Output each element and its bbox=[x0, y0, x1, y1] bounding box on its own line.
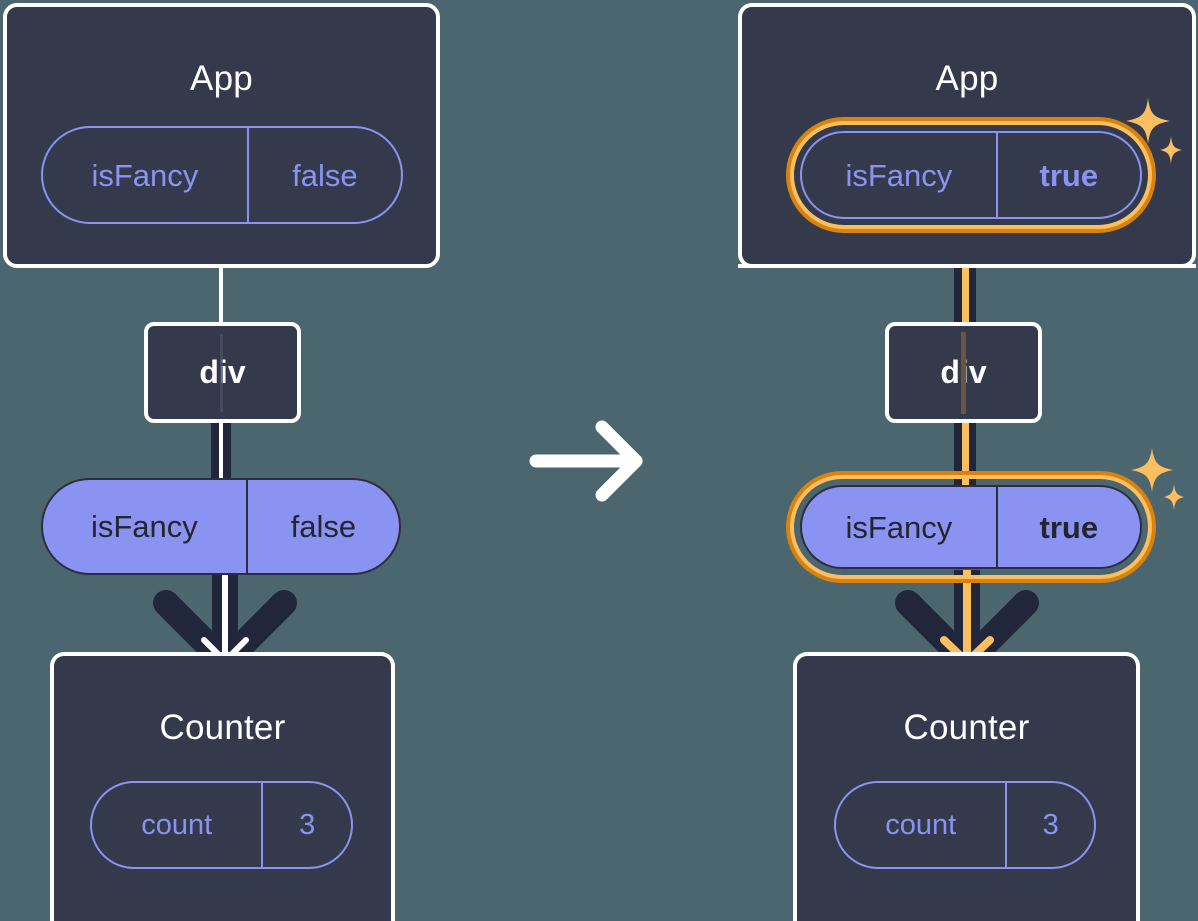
app-state-key-after: isFancy bbox=[845, 157, 953, 193]
counter-title: Counter bbox=[159, 708, 286, 747]
app-title-after: App bbox=[935, 59, 999, 98]
counter-state-key-after: count bbox=[885, 808, 957, 841]
app-state-value-after: true bbox=[995, 133, 1140, 217]
counter-state-key: count bbox=[141, 808, 213, 841]
prop-pill: isFancy false bbox=[41, 478, 401, 575]
counter-title-after: Counter bbox=[903, 708, 1030, 747]
app-state-pill: isFancy false bbox=[41, 126, 403, 224]
app-state-highlight-ring bbox=[786, 117, 1156, 233]
after-panel: App isFancy true div bbox=[698, 0, 1198, 921]
wire-app-to-div bbox=[219, 266, 223, 324]
prop-pill-after: isFancy true bbox=[800, 485, 1142, 569]
wire-div-to-prop-core bbox=[219, 420, 223, 484]
prop-value-after: true bbox=[995, 487, 1140, 567]
wire-inside-div bbox=[220, 334, 223, 412]
wire-div-to-prop-after-core bbox=[962, 420, 969, 486]
counter-state-pill: count 3 bbox=[90, 781, 353, 869]
app-state-value: false bbox=[246, 128, 401, 222]
prop-key-after: isFancy bbox=[845, 509, 953, 545]
app-state-pill-after: isFancy true bbox=[800, 131, 1142, 219]
wire-app-to-div-after-core bbox=[962, 228, 969, 328]
prop-value: false bbox=[245, 480, 399, 573]
app-title: App bbox=[190, 59, 253, 98]
transition-arrow-icon bbox=[529, 418, 650, 504]
counter-state-value-after: 3 bbox=[1005, 783, 1094, 867]
sparkle-icon-app bbox=[1122, 96, 1184, 176]
app-state-key: isFancy bbox=[91, 157, 199, 193]
counter-state-value: 3 bbox=[261, 783, 351, 867]
sparkle-icon-prop bbox=[1128, 446, 1186, 522]
wire-inside-div-after bbox=[961, 332, 966, 414]
prop-highlight-ring bbox=[786, 471, 1156, 583]
counter-state-pill-after: count 3 bbox=[834, 781, 1096, 869]
prop-key: isFancy bbox=[90, 509, 198, 544]
before-panel: App isFancy false div isFancy false bbox=[0, 0, 500, 921]
